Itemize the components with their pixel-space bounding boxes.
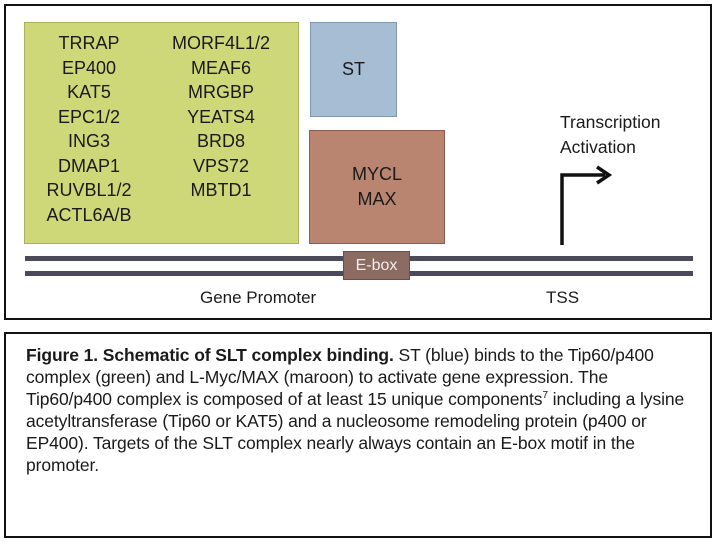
component-label: RUVBL1/2	[46, 180, 132, 200]
component-label: ING3	[67, 131, 110, 151]
component-label: MBTD1	[190, 180, 252, 200]
component-label: MEAF6	[190, 57, 251, 78]
citation-superscript: 7	[542, 390, 548, 402]
right-angle-arrow-icon	[560, 165, 613, 245]
caption-title: Figure 1. Schematic of SLT complex bindi…	[26, 345, 394, 365]
ebox-label: E-box	[355, 256, 398, 274]
tip60-right-column: MORF4L1/2 MEAF6 MRGBP YEATS4 BRD8 VPS72 …	[151, 31, 291, 203]
component-label: BRD8	[196, 131, 245, 151]
component-label: TRRAP	[58, 33, 120, 53]
component-label: MORF4L1/2	[171, 33, 271, 53]
activation-line: Activation	[560, 137, 636, 157]
max-label: MAX	[357, 189, 397, 209]
caption-body-part2: including a lysine acetyltransferase (Ti…	[26, 389, 685, 475]
caption-text: Figure 1. Schematic of SLT complex bindi…	[26, 344, 696, 476]
component-label: VPS72	[192, 155, 250, 176]
caption-body-part1: ST (blue) binds to the Tip60/p400 comple…	[26, 345, 654, 409]
component-label: KAT5	[67, 82, 111, 102]
component-label: ACTL6A/B	[46, 204, 132, 225]
mycl-label: MYCL	[351, 164, 402, 184]
transcription-activation-label: Transcription Activation	[560, 110, 661, 160]
tip60-p400-complex-box: TRRAP EP400 KAT5 EPC1/2 ING3 DMAP1 RUVBL…	[24, 22, 299, 244]
ebox-element: E-box	[343, 251, 410, 280]
tip60-left-column: TRRAP EP400 KAT5 EPC1/2 ING3 DMAP1 RUVBL…	[25, 31, 153, 227]
component-label: EP400	[61, 57, 117, 78]
st-box: ST	[310, 22, 397, 117]
component-label: EPC1/2	[57, 106, 121, 127]
tss-label: TSS	[546, 288, 580, 307]
component-label: MRGBP	[187, 82, 254, 102]
component-label: DMAP1	[57, 155, 120, 176]
mycl-max-box: MYCL MAX	[309, 130, 445, 244]
gene-promoter-label: Gene Promoter	[200, 288, 317, 307]
transcription-line: Transcription	[560, 112, 661, 132]
component-label: YEATS4	[187, 106, 255, 127]
st-label: ST	[341, 59, 365, 79]
caption-panel: Figure 1. Schematic of SLT complex bindi…	[4, 332, 712, 538]
